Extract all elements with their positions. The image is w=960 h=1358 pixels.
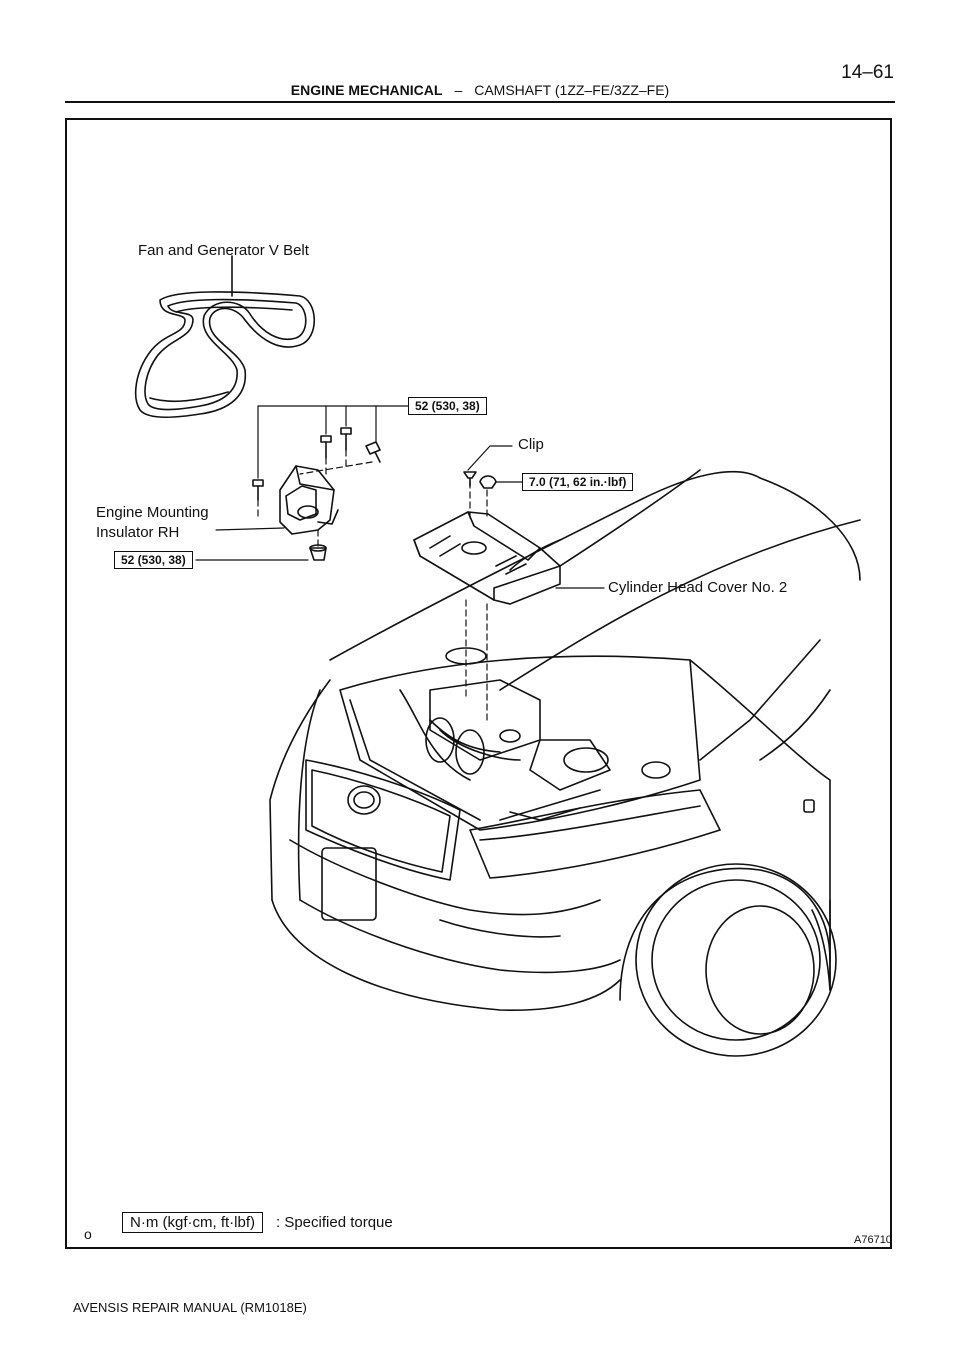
engine-mount-drawing	[279, 465, 339, 561]
vehicle-drawing	[269, 469, 861, 1057]
figure-frame	[65, 118, 892, 1249]
clip-torque: 7.0 (71, 62 in.·lbf)	[522, 473, 634, 491]
mount-leader	[215, 527, 285, 531]
figure-code: A76710	[854, 1234, 892, 1246]
o-mark: o	[84, 1226, 92, 1242]
mount-bolts	[252, 427, 381, 501]
clip-leader-a	[467, 445, 491, 471]
page-number: 14–61	[841, 62, 894, 83]
cover-label: Cylinder Head Cover No. 2	[608, 579, 788, 596]
mount-bolt-torque: 52 (530, 38)	[408, 397, 487, 415]
assembly-dash-lines	[257, 449, 488, 721]
v-belt-drawing	[134, 291, 315, 419]
manual-footer: AVENSIS REPAIR MANUAL (RM1018E)	[73, 1300, 307, 1315]
mount-bolt-leaders	[257, 405, 409, 479]
title-separator: –	[454, 82, 463, 98]
torque-legend-text: : Specified torque	[276, 1214, 393, 1231]
clip-label: Clip	[518, 436, 544, 453]
mount-label-line1: Engine Mounting	[96, 504, 209, 521]
section-subtitle: CAMSHAFT (1ZZ–FE/3ZZ–FE)	[474, 82, 670, 98]
mount-label-line2: Insulator RH	[96, 524, 180, 541]
belt-label: Fan and Generator V Belt	[138, 242, 309, 259]
cylinder-head-cover-drawing	[413, 511, 561, 605]
header-rule	[65, 101, 895, 103]
torque-unit-legend: N·m (kgf·cm, ft·lbf)	[122, 1212, 263, 1233]
section-title: ENGINE MECHANICAL	[290, 82, 443, 98]
mount-nut-torque: 52 (530, 38)	[114, 551, 193, 569]
clip-drawing	[463, 471, 497, 489]
running-head: ENGINE MECHANICAL–CAMSHAFT (1ZZ–FE/3ZZ–F…	[0, 82, 960, 98]
